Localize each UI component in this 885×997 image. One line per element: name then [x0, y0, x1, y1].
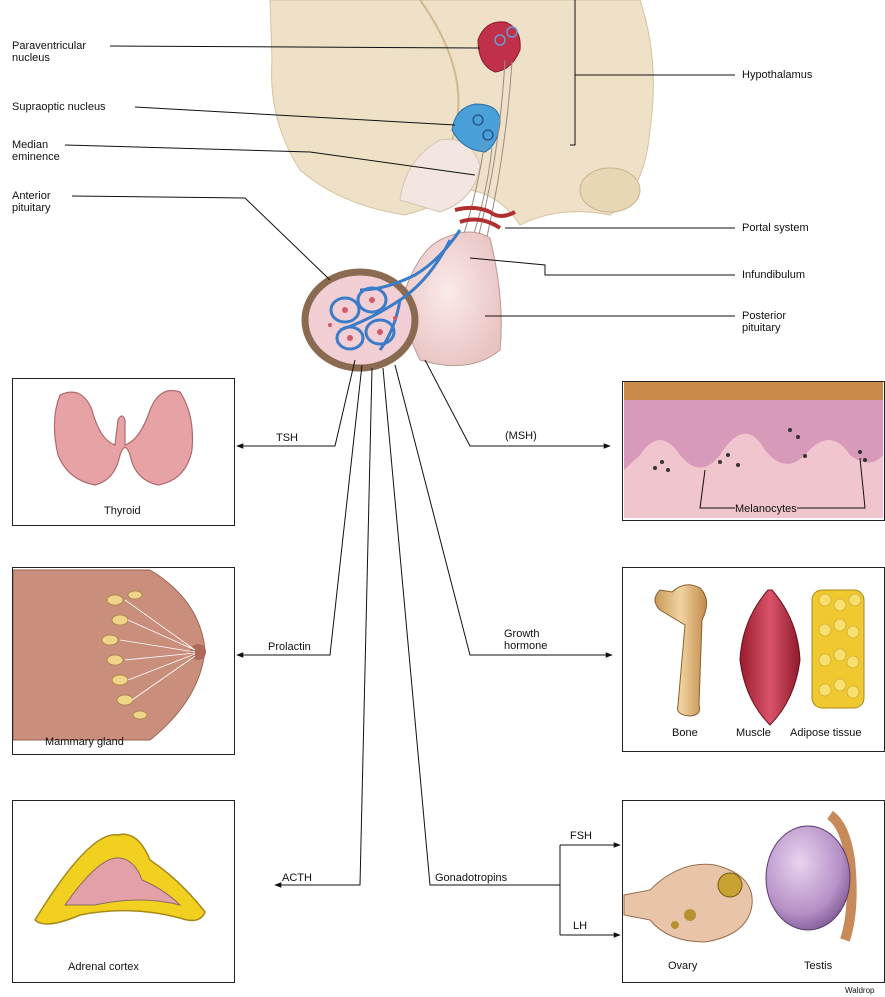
label-portal-system: Portal system: [742, 222, 809, 234]
label-median-line2: eminence: [12, 151, 60, 163]
pituitary-illustration: [305, 208, 515, 368]
target-mammary-gland: Mammary gland: [45, 736, 124, 748]
hormone-gonadotropins: Gonadotropins: [435, 872, 507, 884]
hormone-growth-line1: Growth: [504, 628, 539, 640]
target-adipose-tissue: Adipose tissue: [790, 727, 862, 739]
label-paraventricular-line2: nucleus: [12, 52, 50, 64]
label-posterior-line2: pituitary: [742, 322, 781, 334]
target-bone: Bone: [672, 727, 698, 739]
credit-text: Waldrop: [845, 985, 875, 997]
thyroid-panel: [12, 378, 235, 526]
skin-panel: [622, 381, 885, 521]
target-thyroid: Thyroid: [104, 505, 141, 517]
label-posterior-pituitary: Posterior pituitary: [742, 310, 786, 334]
hormone-tsh: TSH: [276, 432, 298, 444]
gonad-panel: [622, 800, 885, 983]
label-hypothalamus: Hypothalamus: [742, 69, 812, 81]
mammary-panel: [12, 567, 235, 755]
adrenal-panel: [12, 800, 235, 983]
target-melanocytes: Melanocytes: [735, 503, 797, 515]
label-posterior-line1: Posterior: [742, 310, 786, 322]
label-anterior-line1: Anterior: [12, 190, 51, 202]
label-paraventricular-line1: Paraventricular: [12, 40, 86, 52]
hormone-growth-line2: hormone: [504, 640, 547, 652]
target-adrenal-cortex: Adrenal cortex: [68, 961, 139, 973]
label-anterior-line2: pituitary: [12, 202, 51, 214]
hormone-msh: (MSH): [505, 430, 537, 442]
hormone-lh: LH: [573, 920, 587, 932]
label-median-line1: Median: [12, 139, 48, 151]
label-supraoptic: Supraoptic nucleus: [12, 101, 106, 113]
hormone-acth: ACTH: [282, 872, 312, 884]
label-infundibulum: Infundibulum: [742, 269, 805, 281]
tissue-panel: [622, 567, 885, 752]
target-muscle: Muscle: [736, 727, 771, 739]
label-anterior-pituitary: Anterior pituitary: [12, 190, 51, 214]
label-paraventricular: Paraventricular nucleus: [12, 40, 86, 64]
hormone-fsh: FSH: [570, 830, 592, 842]
hormone-prolactin: Prolactin: [268, 641, 311, 653]
target-ovary: Ovary: [668, 960, 697, 972]
label-median-eminence: Median eminence: [12, 139, 60, 163]
target-testis: Testis: [804, 960, 832, 972]
hormone-growth: Growth hormone: [504, 628, 547, 652]
